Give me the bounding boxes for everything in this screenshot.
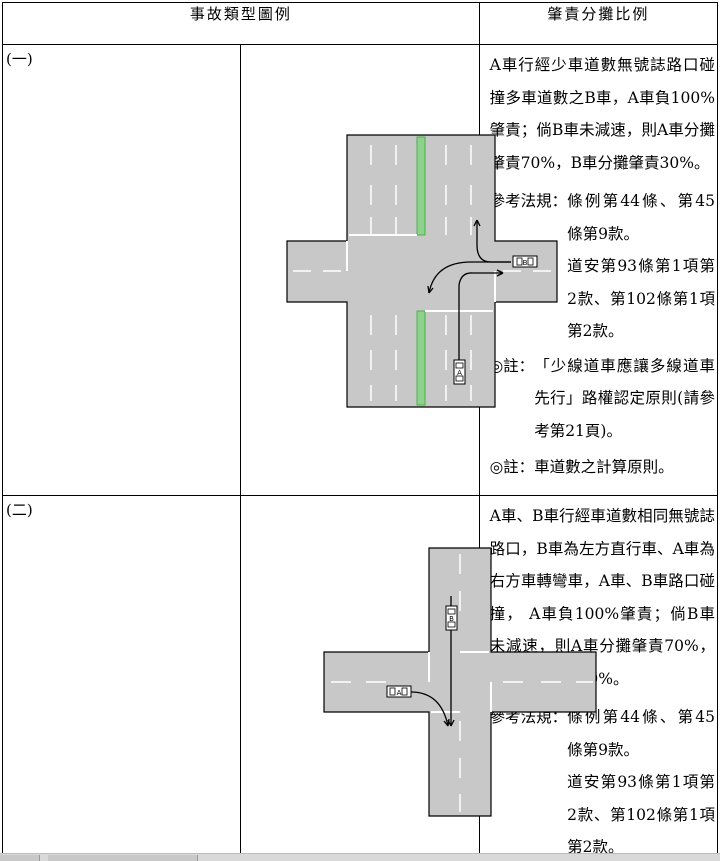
note-text: ◎註：車道數之計算原則。	[489, 458, 674, 476]
accident-diagram-1: B A	[240, 44, 558, 496]
law-reference: 參考法規： 條例第44條、第45條第9款。 道安第93條第1項第2款、第102條…	[490, 185, 715, 348]
table-row: (二)	[1, 495, 719, 861]
svg-text:A: A	[397, 689, 402, 697]
car-a-icon: A	[386, 685, 412, 698]
law-reference: 參考法規： 條例第44條、第45條第9款。 道安第93條第1項第2款、第102條…	[490, 701, 715, 861]
road-surface	[323, 547, 597, 817]
svg-text:A: A	[457, 369, 462, 377]
note-1: ◎註： 「少線道車應讓多線道車先行」路權認定原則(請參考第21頁)。	[490, 350, 715, 448]
row-number: (二)	[1, 495, 242, 861]
law-line: 道安第93條第1項第2款、第102條第1項第2款。	[567, 773, 715, 856]
liability-description: A車行經少車道數無號誌路口碰撞多車道數之B車，A車負100%肇責；倘B車未減速，…	[489, 56, 715, 172]
note-2: ◎註：車道數之計算原則。	[490, 451, 715, 484]
window-bottom-bar	[0, 853, 720, 861]
row-number: (一)	[1, 44, 242, 496]
note-label: ◎註：	[489, 356, 535, 375]
taskbar-segment[interactable]	[48, 855, 198, 861]
intersection-diagram-2: B A	[323, 547, 597, 817]
car-a-icon: A	[453, 359, 466, 385]
car-b-icon: B	[512, 255, 538, 268]
header-diagram: 事故類型圖例	[2, 2, 480, 45]
svg-text:B: B	[523, 259, 528, 267]
header-liability: 肇責分攤比例	[478, 2, 719, 45]
median-strip-bottom	[416, 310, 426, 406]
car-b-icon: B	[445, 605, 458, 631]
law-line: 道安第93條第1項第2款、第102條第1項第2款。	[567, 257, 715, 340]
road-surface	[286, 134, 558, 408]
taskbar-segment[interactable]	[0, 855, 40, 861]
note-body: 「少線道車應讓多線道車先行」路權認定原則(請參考第21頁)。	[534, 356, 715, 440]
svg-text:B: B	[449, 615, 454, 623]
accident-diagram-2: B A	[240, 495, 597, 861]
median-strip-top	[416, 136, 426, 236]
law-line: 條例第44條、第45條第9款。	[567, 708, 715, 759]
law-line: 條例第44條、第45條第9款。	[567, 192, 715, 243]
law-label: 參考法規：	[489, 192, 568, 210]
table-row: (一)	[1, 44, 719, 496]
intersection-diagram-1: B A	[286, 134, 558, 408]
